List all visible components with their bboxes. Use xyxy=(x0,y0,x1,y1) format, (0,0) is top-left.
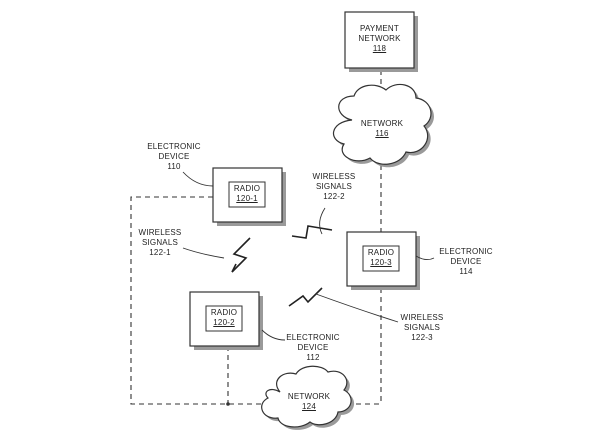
link-device110-to-network124 xyxy=(130,196,270,405)
device-114-label: ELECTRONIC DEVICE 114 xyxy=(436,247,496,277)
network-124-cloud xyxy=(261,365,355,430)
device-114-box xyxy=(346,231,420,290)
device-112-line2: DEVICE xyxy=(297,343,329,352)
payment-network-label: PAYMENT NETWORK 118 xyxy=(345,24,414,54)
device-110-ref: 110 xyxy=(167,162,181,171)
signals-122-1-line2: SIGNALS xyxy=(141,238,179,247)
network-124-ref: 124 xyxy=(302,402,316,411)
wireless-signal-122-1-icon xyxy=(231,237,251,273)
leader-lines xyxy=(182,171,435,341)
device-114-line2: DEVICE xyxy=(450,257,482,266)
device-110-line1: ELECTRONIC xyxy=(147,142,201,151)
wireless-signal-122-2-icon xyxy=(291,225,333,239)
network-116-label: NETWORK 116 xyxy=(350,119,414,139)
radio-120-2-label: RADIO 120-2 xyxy=(206,308,242,328)
signals-122-2-line1: WIRELESS xyxy=(312,172,356,181)
leader-signals-122-1 xyxy=(182,247,225,259)
leader-signals-122-2 xyxy=(319,207,326,235)
device-110-box xyxy=(212,167,286,226)
payment-network-line1: PAYMENT xyxy=(360,24,399,33)
wireless-signal-122-3-icon xyxy=(288,287,323,307)
signals-122-1-label: WIRELESS SIGNALS 122-1 xyxy=(132,228,188,258)
radio-120-3-label: RADIO 120-3 xyxy=(363,248,399,268)
network-124-text: NETWORK xyxy=(287,392,331,401)
signals-122-2-ref: 122-2 xyxy=(323,192,345,201)
radio-120-1-label: RADIO 120-1 xyxy=(229,184,265,204)
radio-120-3-ref: 120-3 xyxy=(370,258,392,267)
leader-device-112 xyxy=(261,329,286,341)
network-116-ref: 116 xyxy=(375,129,389,138)
device-112-ref: 112 xyxy=(306,353,320,362)
leader-device-110 xyxy=(182,171,214,187)
payment-network-ref: 118 xyxy=(372,44,387,53)
signals-122-3-line2: SIGNALS xyxy=(403,323,441,332)
device-110-label: ELECTRONIC DEVICE 110 xyxy=(144,142,204,172)
signals-122-2-line2: SIGNALS xyxy=(315,182,353,191)
device-112-line1: ELECTRONIC xyxy=(286,333,340,342)
device-114-ref: 114 xyxy=(459,267,473,276)
leader-signals-122-3 xyxy=(315,293,399,323)
radio-120-1-text: RADIO xyxy=(233,184,261,193)
radio-120-3-text: RADIO xyxy=(367,248,395,257)
signals-122-1-ref: 122-1 xyxy=(149,248,171,257)
network-116-text: NETWORK xyxy=(360,119,404,128)
signals-122-1-line1: WIRELESS xyxy=(138,228,182,237)
signals-122-3-line1: WIRELESS xyxy=(400,313,444,322)
network-116-cloud xyxy=(333,83,434,168)
network-124-label: NETWORK 124 xyxy=(277,392,341,412)
signals-122-3-label: WIRELESS SIGNALS 122-3 xyxy=(394,313,450,343)
dashed-links xyxy=(130,70,382,405)
radio-120-2-text: RADIO xyxy=(210,308,238,317)
payment-network-line2: NETWORK xyxy=(358,34,401,43)
radio-120-2-ref: 120-2 xyxy=(213,318,235,327)
junction-dot xyxy=(226,402,230,406)
device-112-box xyxy=(189,291,263,350)
device-110-line2: DEVICE xyxy=(158,152,190,161)
signals-122-3-ref: 122-3 xyxy=(411,333,433,342)
leader-device-114 xyxy=(415,255,435,261)
radio-120-1-ref: 120-1 xyxy=(236,194,258,203)
device-114-line1: ELECTRONIC xyxy=(439,247,493,256)
payment-network-box xyxy=(344,11,418,72)
device-112-label: ELECTRONIC DEVICE 112 xyxy=(283,333,343,363)
signals-122-2-label: WIRELESS SIGNALS 122-2 xyxy=(306,172,362,202)
